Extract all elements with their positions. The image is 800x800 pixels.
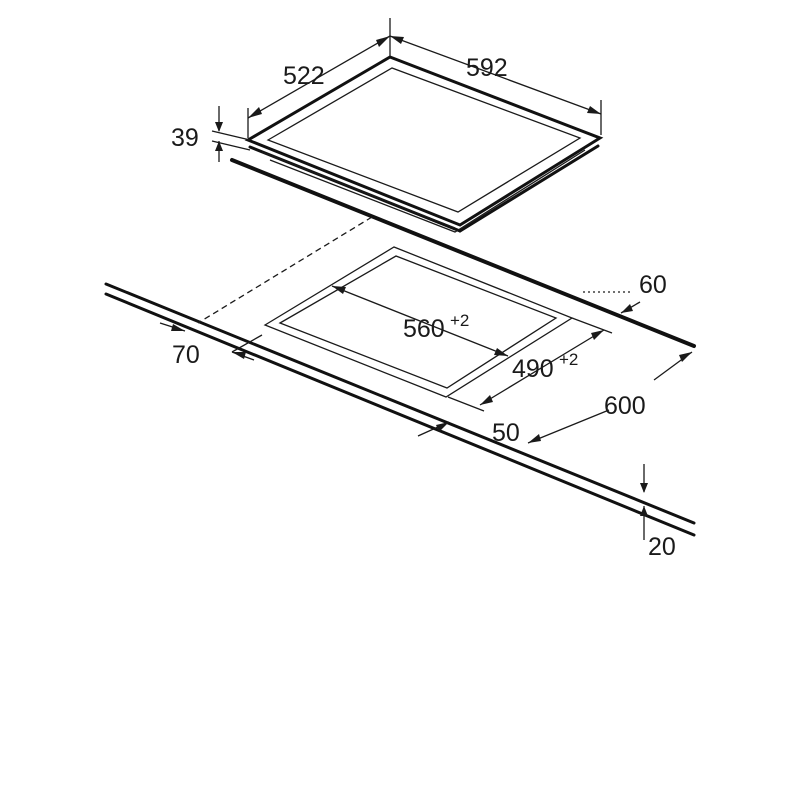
hob-dimension-lines — [211, 18, 602, 162]
label-hob-width: 592 — [466, 54, 508, 82]
dim-line-600 — [527, 409, 610, 444]
label-hob-depth: 522 — [283, 62, 325, 90]
dim-line-592 — [389, 35, 602, 115]
worktop-drawing — [104, 158, 696, 537]
label-front-edge: 50 — [492, 419, 520, 447]
label-front-clearance: 70 — [172, 341, 200, 369]
hob-glass-panel — [266, 67, 582, 213]
label-worktop-depth: 600 — [604, 392, 646, 420]
dim-line-522 — [247, 35, 391, 119]
cutout-inner — [278, 255, 558, 389]
dim-line-490 — [479, 329, 605, 406]
hob-outer-frame — [244, 55, 604, 227]
label-cutout-width: 560 — [403, 315, 445, 343]
cutout-dimension-lines — [159, 285, 693, 540]
label-hob-height: 39 — [171, 124, 199, 152]
label-worktop-thickness: 20 — [648, 533, 676, 561]
worktop-left-hidden-edge — [197, 216, 373, 324]
label-cutout-width-tol: +2 — [450, 311, 469, 330]
hob-drawing — [244, 55, 604, 233]
hob-front-right-edge — [458, 144, 600, 233]
label-rear-clearance: 60 — [639, 271, 667, 299]
hob-underside — [269, 149, 586, 233]
label-cutout-depth: 490 — [512, 355, 554, 383]
label-cutout-depth-tol: +2 — [559, 350, 578, 369]
dim-line-560 — [331, 285, 509, 357]
worktop-front-bottom-edge — [104, 292, 696, 537]
worktop-front-top-edge — [104, 282, 696, 525]
hob-front-left-edge-inner — [261, 151, 456, 229]
worktop-back-edge — [230, 158, 696, 348]
